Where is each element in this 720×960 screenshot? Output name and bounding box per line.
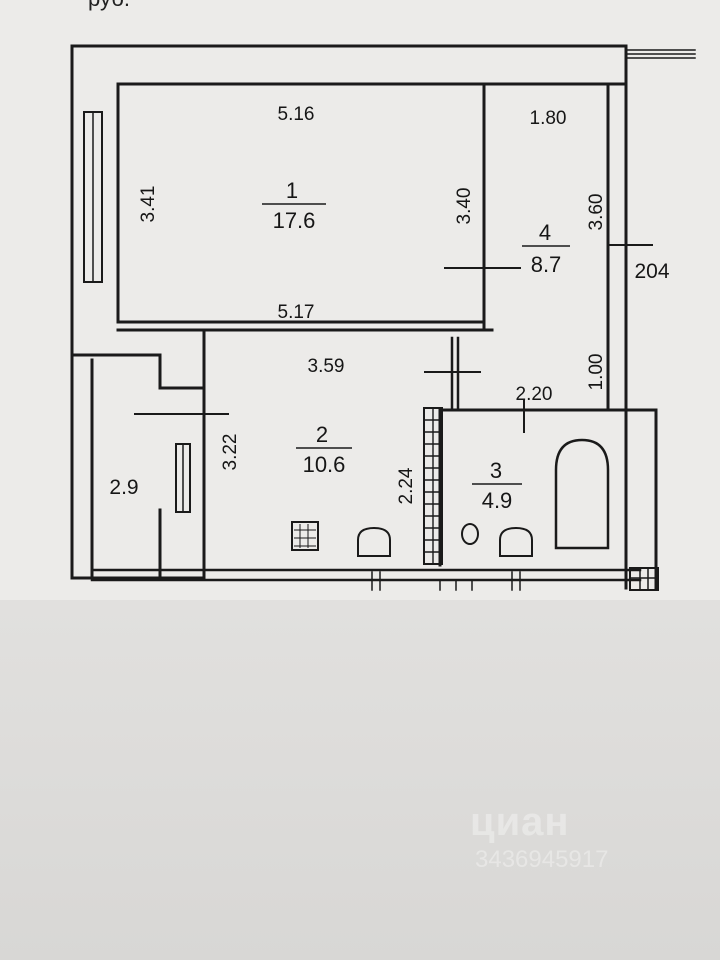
header-text: руб. [88,0,130,12]
stove-hatch [294,524,316,548]
room-1-dim-right: 3.40 [454,188,475,225]
room-3-dim-top: 2.20 [516,384,553,405]
outer-wall-top [70,44,628,64]
room-4-dim-lower: 1.00 [586,354,607,391]
room-1-number: 1 [286,178,298,203]
room-2-number: 2 [316,422,328,447]
stove [291,521,319,551]
bathtub [554,438,610,550]
external-wall-stub [625,49,696,59]
room-1-dim-top: 5.16 [278,104,315,125]
watermark-id: 3436945917 [475,846,609,873]
room-1-area: 17.6 [273,208,316,233]
bottom-ticks [371,571,521,591]
watermark-logo: циан [470,800,570,844]
room-2-wall-right [450,336,460,412]
balcony-area: 2.9 [109,476,138,499]
room-2-dim-left: 3.22 [220,434,241,471]
wall-thickness-label: 204 [634,260,669,283]
room-1-dim-left: 3.41 [138,186,159,223]
room-3-area: 4.9 [482,488,513,513]
paper-sheet [0,0,720,600]
room-4-area: 8.7 [531,252,562,277]
room-4-number: 4 [539,220,551,245]
sink-1 [357,526,391,557]
room-4-dim-right: 3.60 [586,194,607,231]
hatch-lines [424,408,442,564]
room-2-area: 10.6 [303,452,346,477]
sink-2 [499,526,533,557]
room-1-dim-bottom: 5.17 [278,302,315,323]
corner-column [629,567,659,591]
room-4-dim-top: 1.80 [530,108,567,129]
room-2-dim-right: 2.24 [396,467,417,504]
room-3-number: 3 [490,458,502,483]
bathroom-outline [438,408,658,590]
bottom-wall [90,568,642,582]
balcony-outline [70,353,206,580]
room-2-dim-top: 3.59 [308,356,345,377]
toilet [461,523,479,545]
room-4-wall-right [606,60,628,590]
